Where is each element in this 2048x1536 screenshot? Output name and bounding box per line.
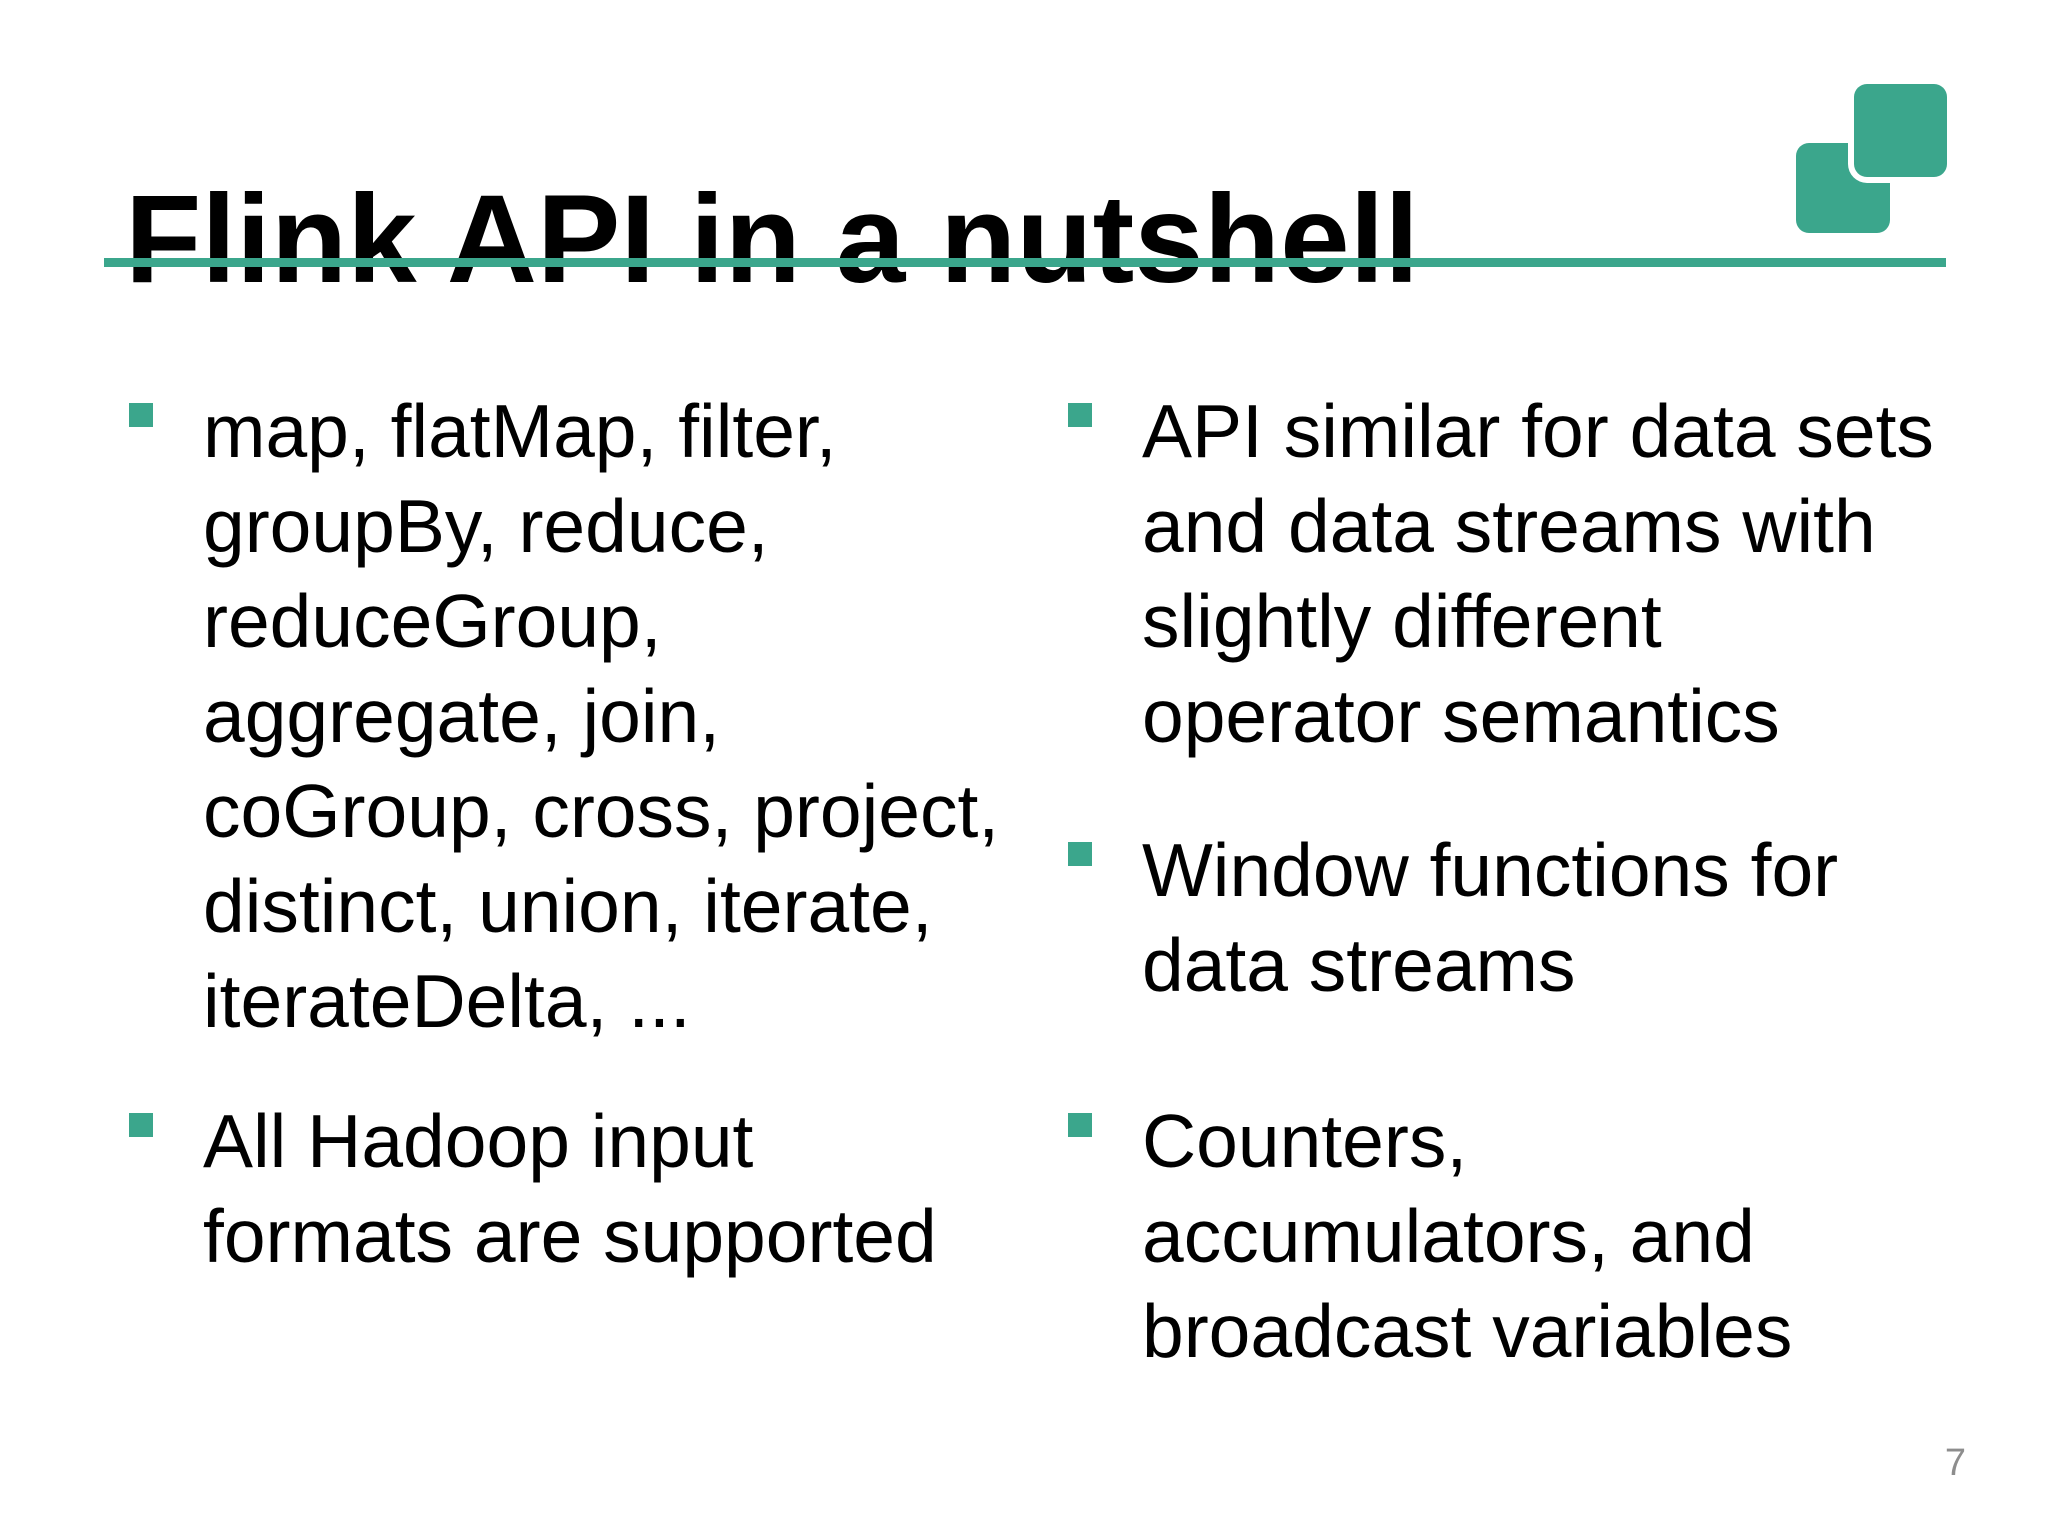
- list-item-left-hadoop-formats: All Hadoop input formats are supported: [129, 1094, 1029, 1284]
- bullet-square-icon: [1068, 403, 1092, 427]
- list-item-right-counters: Counters, accumulators, and broadcast va…: [1068, 1094, 1968, 1379]
- list-item-text: map, flatMap, filter, groupBy, reduce, r…: [203, 389, 1000, 1043]
- list-item-text: API similar for data sets and data strea…: [1142, 389, 1934, 758]
- list-item-right-api-similar: API similar for data sets and data strea…: [1068, 384, 1968, 764]
- bullet-square-icon: [129, 403, 153, 427]
- list-item-text: All Hadoop input formats are supported: [203, 1099, 937, 1278]
- flink-logo-icon: [1790, 78, 1955, 239]
- bullet-square-icon: [1068, 842, 1092, 866]
- page-title: Flink API in a nutshell: [125, 169, 1420, 309]
- bullet-square-icon: [1068, 1113, 1092, 1137]
- page-number: 7: [1944, 1442, 1966, 1484]
- list-item-text: Window functions for data streams: [1142, 828, 1839, 1007]
- logo-front-square-icon: [1854, 84, 1947, 177]
- list-item-text: Counters, accumulators, and broadcast va…: [1142, 1099, 1793, 1373]
- bullet-square-icon: [129, 1113, 153, 1137]
- list-item-right-window-functions: Window functions for data streams: [1068, 823, 1968, 1013]
- title-underline: [104, 258, 1946, 267]
- list-item-left-operators: map, flatMap, filter, groupBy, reduce, r…: [129, 384, 1029, 1049]
